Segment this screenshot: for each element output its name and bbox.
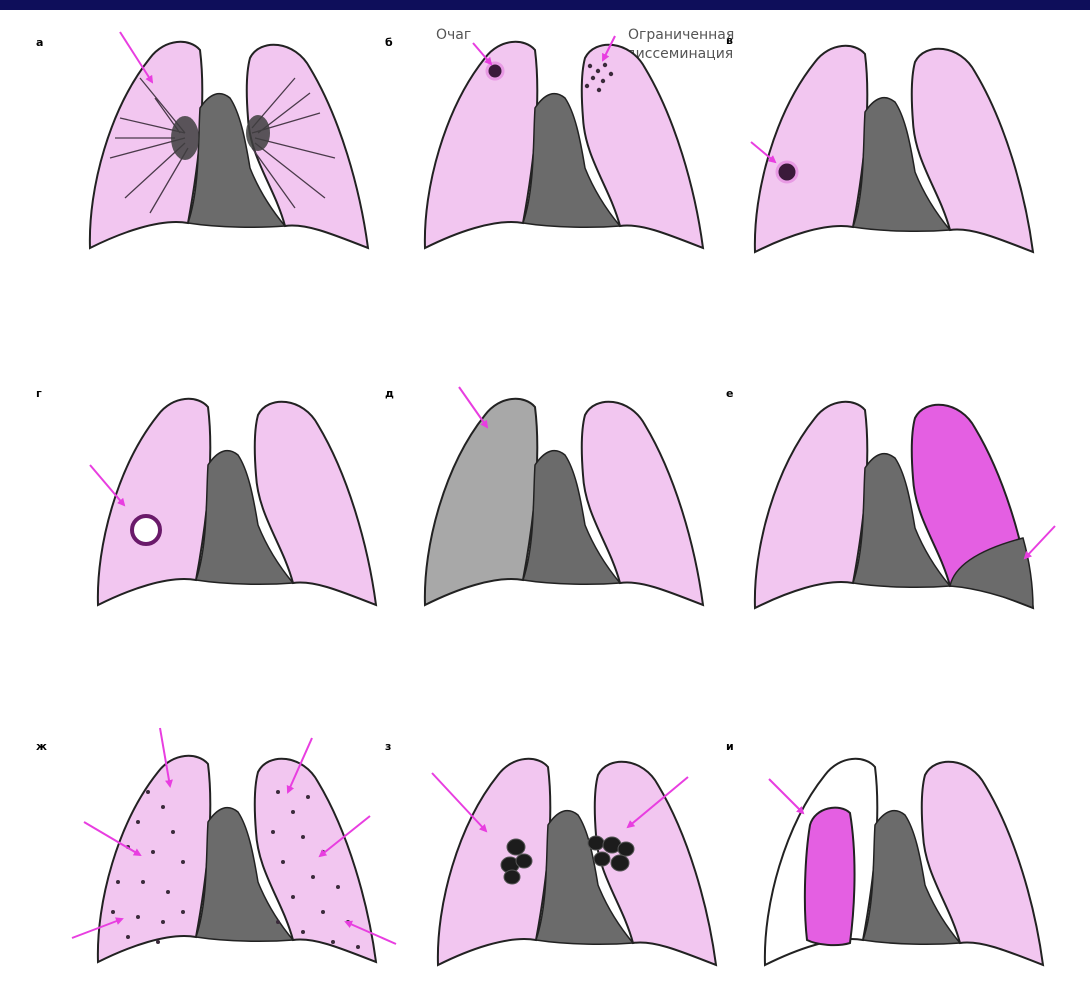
arrow (120, 32, 152, 82)
panel-v (751, 46, 1033, 252)
collapsed-lung (805, 808, 855, 945)
right-lung (98, 399, 210, 605)
arrow (769, 779, 803, 813)
right-lung (438, 759, 550, 965)
infiltrate (777, 162, 797, 182)
panel-z (432, 759, 716, 965)
panel-i (765, 759, 1043, 965)
right-lung (755, 46, 867, 252)
panel-zh (72, 728, 396, 962)
right-lung (425, 42, 537, 248)
arrow (1025, 526, 1055, 558)
arrow (459, 387, 487, 427)
panel-e (755, 402, 1055, 608)
panel-b (425, 36, 703, 248)
right-lung (98, 756, 210, 962)
arrow (432, 773, 486, 831)
focus-lesion (487, 63, 503, 79)
panel-d (425, 387, 703, 605)
right-lung (755, 402, 867, 608)
cavity (132, 516, 160, 544)
hilum-left (246, 115, 270, 151)
panel-g (90, 399, 376, 605)
right-lung-opacified (425, 399, 537, 605)
hilum-right (171, 116, 199, 160)
panel-a (90, 32, 368, 248)
